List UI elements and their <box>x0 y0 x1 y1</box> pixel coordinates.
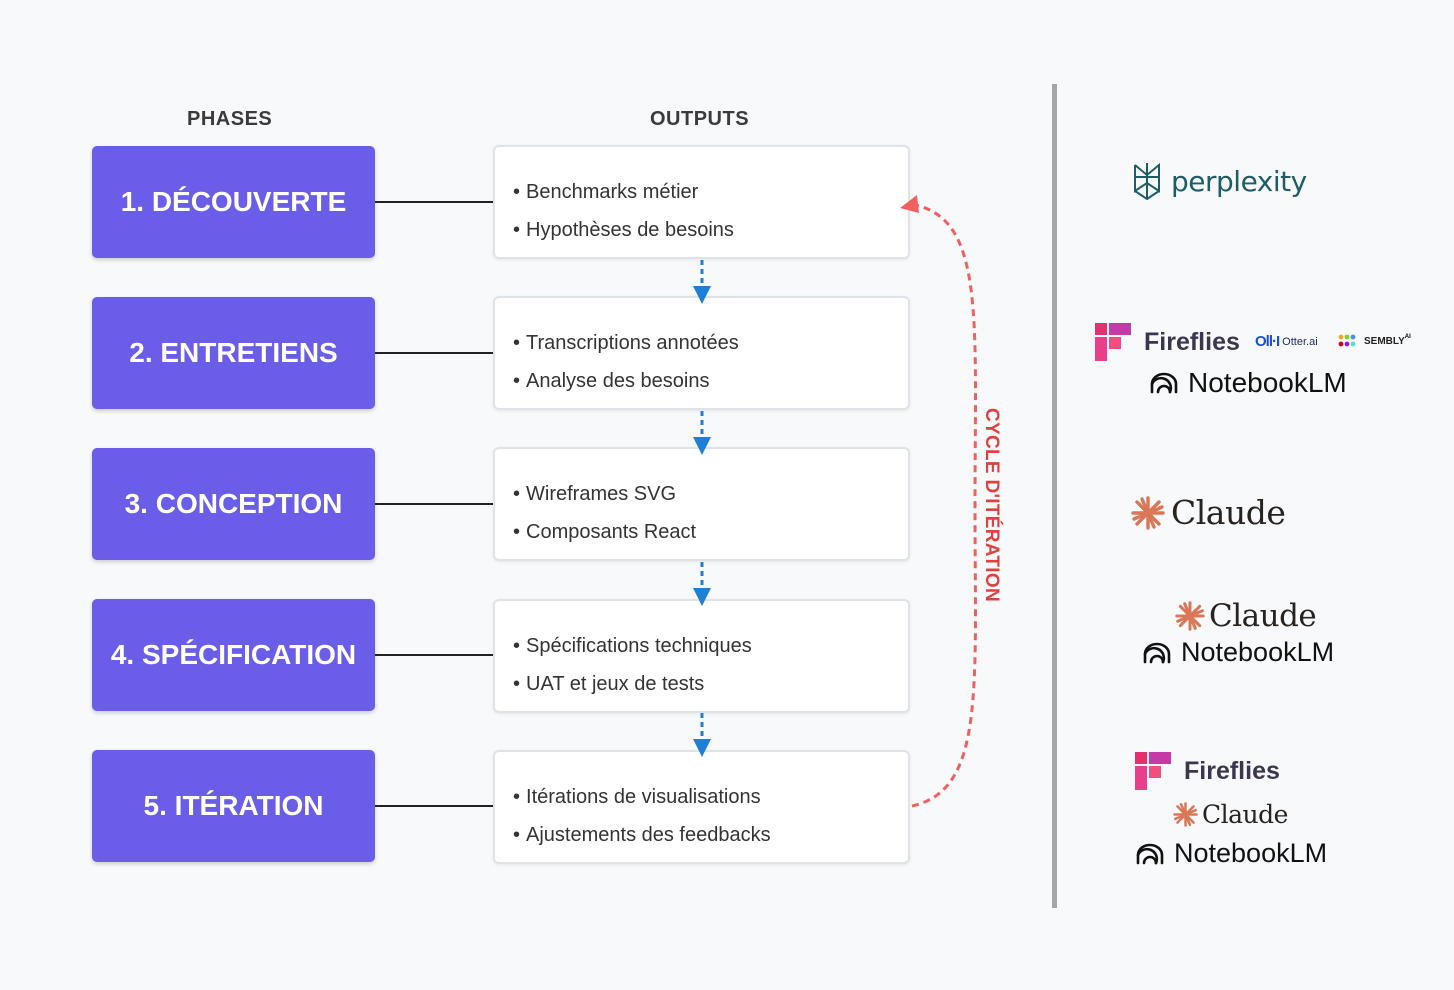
otter-icon: Oll·I <box>1255 333 1280 350</box>
phase-label: 2. ENTRETIENS <box>129 337 338 368</box>
claude-label: Claude <box>1202 800 1288 829</box>
claude-logo: Claude <box>1173 800 1288 829</box>
flow-arrow <box>693 562 711 606</box>
flow-arrow <box>693 260 711 304</box>
phase-iteration: 5. ITÉRATION <box>92 750 375 862</box>
claude-logo: Claude <box>1131 493 1286 532</box>
perplexity-logo: perplexity <box>1131 161 1307 201</box>
output-box-iteration: •Itérations de visualisations •Ajustemen… <box>493 750 910 864</box>
claude-label: Claude <box>1171 493 1286 532</box>
claude-label: Claude <box>1209 598 1317 634</box>
phase-output-connector <box>375 201 493 203</box>
claude-icon <box>1175 601 1205 631</box>
phase-output-connector <box>375 503 493 505</box>
notebooklm-icon <box>1136 843 1164 864</box>
iteration-cycle-arrow <box>900 195 977 808</box>
phase-label: 3. CONCEPTION <box>124 488 343 519</box>
notebooklm-logo: NotebookLM <box>1136 838 1327 869</box>
phases-header: PHASES <box>187 108 273 130</box>
phase-output-connector <box>375 805 493 807</box>
phase-label: 5. ITÉRATION <box>143 790 324 821</box>
phase-specification: 4. SPÉCIFICATION <box>92 599 375 711</box>
perplexity-label: perplexity <box>1171 164 1307 198</box>
output-item: •UAT et jeux de tests <box>513 673 705 695</box>
otter-label: Otter.ai <box>1282 335 1318 348</box>
sembly-logo: SEMBLY AI <box>1338 334 1411 348</box>
output-item: •Composants React <box>513 521 697 543</box>
claude-icon <box>1131 495 1165 530</box>
sembly-icon <box>1338 334 1356 347</box>
fireflies-icon <box>1095 323 1131 361</box>
column-divider <box>1052 84 1057 908</box>
fireflies-label: Fireflies <box>1184 756 1280 785</box>
output-item: •Transcriptions annotées <box>513 332 739 354</box>
notebooklm-icon <box>1150 372 1178 394</box>
perplexity-icon <box>1134 162 1160 201</box>
fireflies-logo: Fireflies <box>1135 752 1280 790</box>
phase-entretiens: 2. ENTRETIENS <box>92 297 375 409</box>
otter-logo: Oll·I Otter.ai <box>1255 333 1318 350</box>
output-box-decouverte: •Benchmarks métier •Hypothèses de besoin… <box>493 145 910 259</box>
notebooklm-label: NotebookLM <box>1174 838 1328 868</box>
output-item: •Spécifications techniques <box>513 635 752 657</box>
notebooklm-logo: NotebookLM <box>1143 637 1334 668</box>
cycle-label: CYCLE D'ITÉRATION <box>981 408 1002 602</box>
fireflies-logo: Fireflies <box>1095 323 1240 361</box>
output-item: •Ajustements des feedbacks <box>513 824 771 846</box>
output-item: •Benchmarks métier <box>513 181 699 203</box>
sembly-label: SEMBLY <box>1364 335 1405 347</box>
phase-label: 1. DÉCOUVERTE <box>120 186 347 217</box>
claude-icon <box>1173 802 1198 827</box>
output-item: •Itérations de visualisations <box>513 786 761 808</box>
claude-logo: Claude <box>1175 598 1317 634</box>
output-box-entretiens: •Transcriptions annotées •Analyse des be… <box>493 296 910 410</box>
flow-arrow <box>693 713 711 757</box>
output-item: •Wireframes SVG <box>513 483 677 505</box>
notebooklm-label: NotebookLM <box>1188 367 1347 398</box>
notebooklm-icon <box>1143 642 1171 663</box>
phase-conception: 3. CONCEPTION <box>92 448 375 560</box>
output-item: •Analyse des besoins <box>513 370 710 392</box>
output-item: •Hypothèses de besoins <box>513 219 734 241</box>
phase-label: 4. SPÉCIFICATION <box>110 639 357 670</box>
phase-output-connector <box>375 352 493 354</box>
fireflies-icon <box>1135 752 1171 790</box>
fireflies-label: Fireflies <box>1144 327 1240 356</box>
outputs-header: OUTPUTS <box>650 108 750 130</box>
sembly-sup: AI <box>1404 334 1411 340</box>
phase-decouverte: 1. DÉCOUVERTE <box>92 146 375 258</box>
notebooklm-logo: NotebookLM <box>1150 367 1347 399</box>
notebooklm-label: NotebookLM <box>1181 637 1335 667</box>
output-box-conception: •Wireframes SVG •Composants React <box>493 447 910 561</box>
flow-arrow <box>693 411 711 455</box>
phase-output-connector <box>375 654 493 656</box>
